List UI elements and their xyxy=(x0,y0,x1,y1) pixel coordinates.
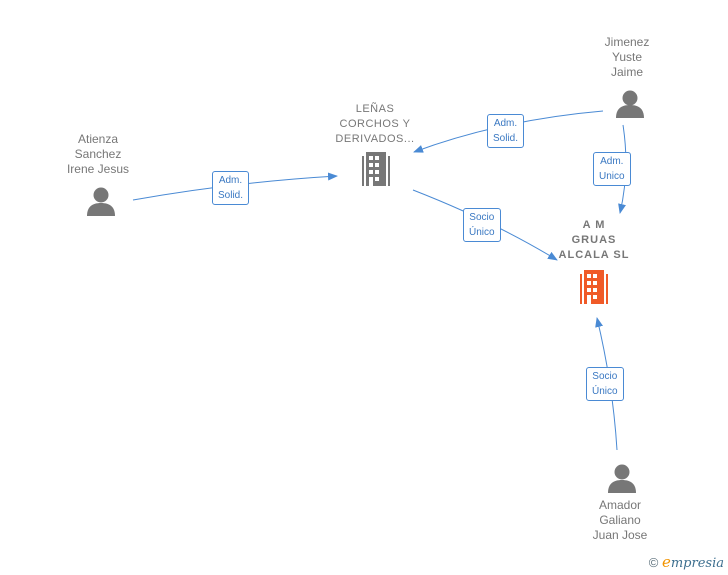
edge-label-line: Adm. xyxy=(493,118,518,129)
edge-label-line: Único xyxy=(592,386,618,397)
person-label-atienza[interactable]: Atienza Sanchez Irene Jesus xyxy=(58,132,138,177)
label-line: GRUAS xyxy=(571,234,617,246)
edge-label-line: Solid. xyxy=(218,190,244,201)
label-line: Irene Jesus xyxy=(66,162,130,176)
label-line: Jimenez xyxy=(604,35,650,49)
person-icon[interactable] xyxy=(87,187,115,217)
building-icon[interactable] xyxy=(362,152,390,186)
label-line: Jaime xyxy=(610,65,643,79)
label-line: ALCALA SL xyxy=(558,249,630,261)
label-line: Atienza xyxy=(77,132,119,146)
copyright-icon: © xyxy=(648,555,659,570)
edge-label-line: Unico xyxy=(599,171,625,182)
label-line: Juan Jose xyxy=(592,528,648,542)
person-label-amador[interactable]: Amador Galiano Juan Jose xyxy=(580,498,660,543)
edge-label-amador-am[interactable]: Socio Único xyxy=(586,367,624,401)
edge-label-line: Adm. xyxy=(218,175,243,186)
edge-label-line: Adm. xyxy=(600,156,624,167)
edge-label-line: Solid. xyxy=(493,133,519,144)
person-icon[interactable] xyxy=(616,90,644,119)
company-label-lenas[interactable]: LEÑAS CORCHOS Y DERIVADOS... xyxy=(325,102,425,147)
person-icon[interactable] xyxy=(608,464,636,494)
edge-label-jimenez-am[interactable]: Adm. Unico xyxy=(593,152,631,186)
edge-label-jimenez-lenas[interactable]: Adm. Solid. xyxy=(487,114,525,148)
main-building-icon[interactable] xyxy=(580,270,608,304)
label-line: Sanchez xyxy=(74,147,122,161)
edge-label-lenas-am[interactable]: Socio Único xyxy=(463,208,501,242)
label-line: Amador xyxy=(598,498,642,512)
edge-label-line: Socio xyxy=(469,212,495,223)
label-line: A M xyxy=(582,219,606,231)
edge-label-line: Único xyxy=(469,227,495,238)
edge-label-atienza-lenas[interactable]: Adm. Solid. xyxy=(212,171,250,205)
label-line: LEÑAS xyxy=(355,103,395,115)
label-line: DERIVADOS... xyxy=(335,133,415,145)
company-label-am-gruas[interactable]: A M GRUAS ALCALA SL xyxy=(544,218,644,263)
edge-label-line: Socio xyxy=(592,371,618,382)
label-line: Galiano xyxy=(599,513,641,527)
person-label-jimenez[interactable]: Jimenez Yuste Jaime xyxy=(587,35,667,80)
label-line: CORCHOS Y xyxy=(339,118,411,130)
footer-brand: © empresia xyxy=(649,553,724,571)
brand-logo-text: mpresia xyxy=(670,556,724,571)
brand-logo-initial: e xyxy=(661,553,671,571)
label-line: Yuste xyxy=(611,50,643,64)
